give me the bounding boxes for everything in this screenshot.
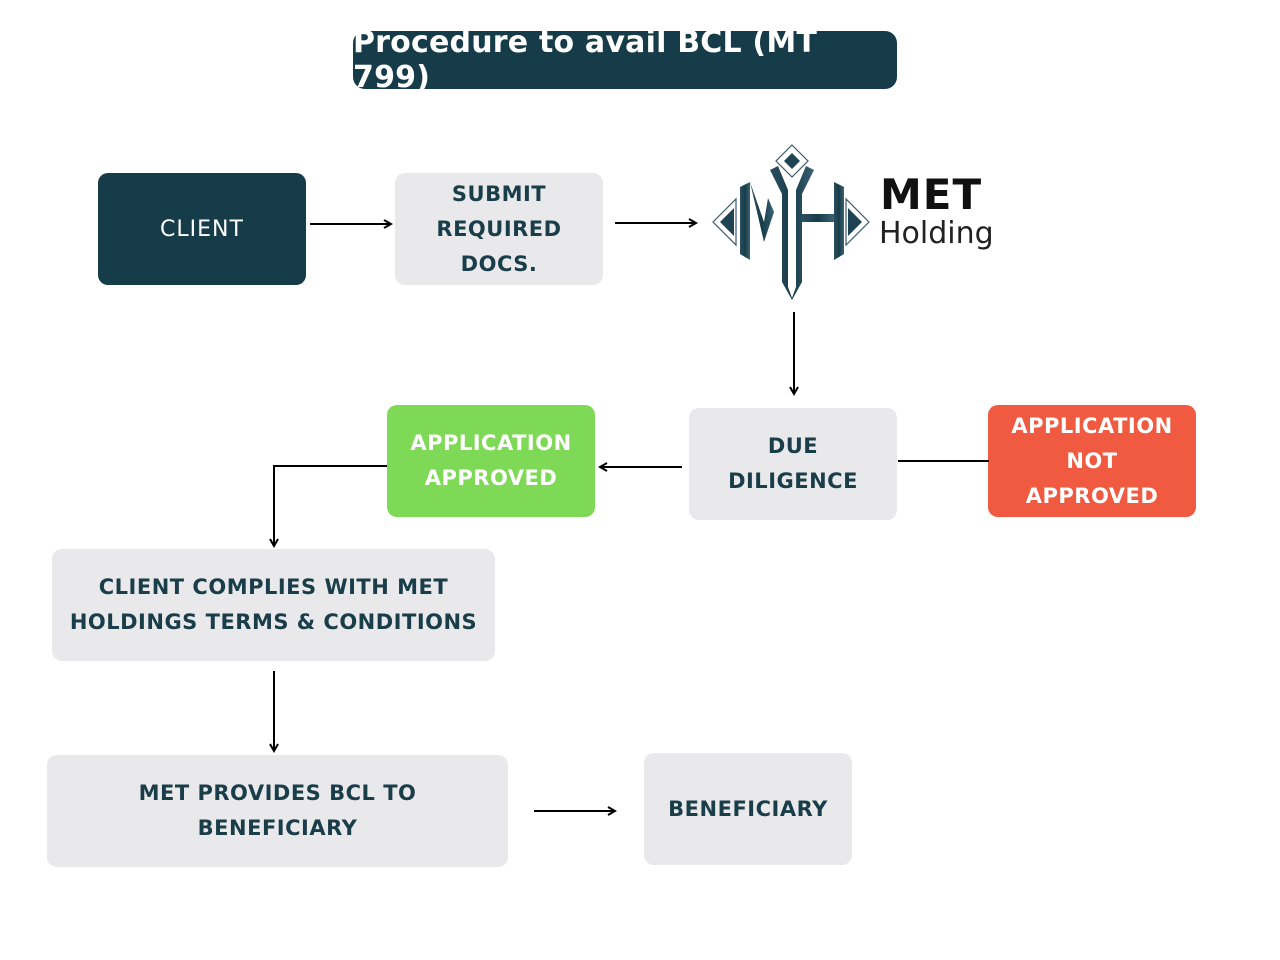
logo-subtitle-text: Holding [879,216,994,251]
node-not-approved-line3: APPROVED [1025,483,1159,508]
node-beneficiary-label: BENEFICIARY [668,796,828,821]
node-application-approved: APPLICATION APPROVED [387,405,595,517]
node-met-provides-bcl: MET PROVIDES BCL TO BENEFICIARY [47,755,508,867]
node-due-diligence-line1: DUE [767,434,819,458]
node-provides-line1: MET PROVIDES BCL TO [138,781,417,805]
node-not-approved-line2: NOT [1066,448,1118,473]
node-complies-line1: CLIENT COMPLIES WITH MET [98,575,449,599]
node-application-not-approved: APPLICATION NOT APPROVED [988,405,1196,517]
node-submit-docs: SUBMIT REQUIRED DOCS. [395,173,603,285]
node-approved-line2: APPROVED [424,466,558,490]
node-submit-docs-line1: SUBMIT [451,181,547,206]
node-complies-line2: HOLDINGS TERMS & CONDITIONS [69,610,478,634]
node-provides-line2: BENEFICIARY [197,816,358,840]
arrow-approved-to-complies [274,465,387,546]
node-not-approved-line1: APPLICATION [1011,413,1173,438]
logo-right-triangle-icon [845,197,870,247]
node-submit-docs-line2: REQUIRED [436,216,562,241]
node-approved-line1: APPLICATION [410,431,572,455]
node-client: CLIENT [98,173,306,285]
node-due-diligence: DUE DILIGENCE [689,408,897,520]
node-client-label: CLIENT [160,216,244,242]
logo-brand-text: MET [880,170,983,219]
diagram-title: Procedure to avail BCL (MT 799) [353,25,897,95]
node-submit-docs-line3: DOCS. [460,251,538,276]
node-beneficiary: BENEFICIARY [644,753,852,865]
node-due-diligence-line2: DILIGENCE [728,469,858,493]
node-client-complies: CLIENT COMPLIES WITH MET HOLDINGS TERMS … [52,549,495,661]
met-holding-logo [712,144,870,300]
logo-top-diamond-icon [775,144,809,178]
logo-left-triangle-icon [712,197,737,247]
